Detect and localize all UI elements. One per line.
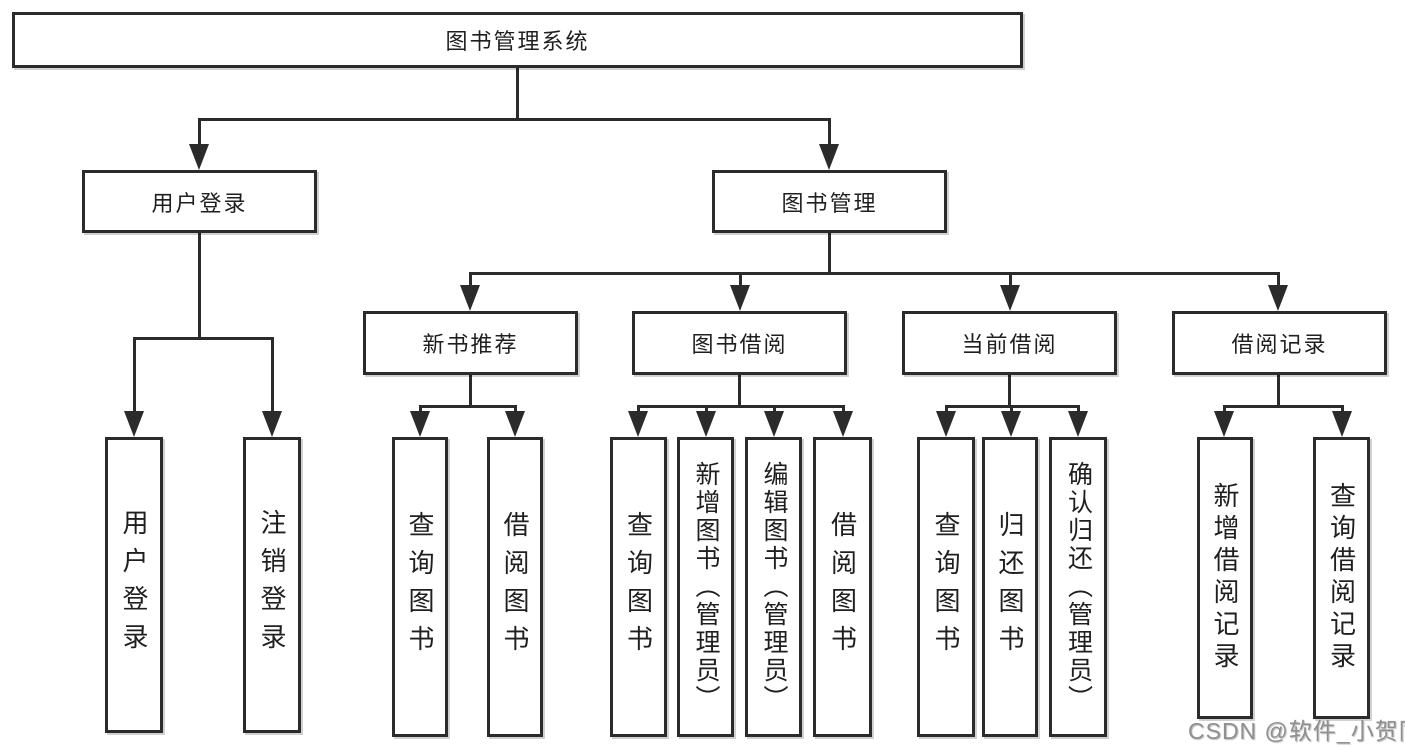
- connector-records-hline: [1223, 405, 1344, 408]
- leaf-edit-books-admin: 编辑图书（管理员）: [745, 437, 802, 737]
- leaf-label: 新增图书（管理员）: [692, 461, 720, 713]
- arrow-down-icon: [628, 411, 648, 437]
- connector-stem-leaf: [637, 405, 640, 415]
- arrow-down-icon: [460, 285, 480, 311]
- leaf-add-borrow-record: 新增借阅记录: [1197, 437, 1253, 719]
- arrow-down-icon: [833, 411, 853, 437]
- connector-records-stem: [1277, 375, 1280, 405]
- leaf-label: 借阅图书: [827, 511, 858, 663]
- node-user-login: 用户登录: [82, 170, 317, 233]
- node-borrow-records: 借阅记录: [1172, 311, 1387, 375]
- connector-stem-leaf: [705, 405, 708, 415]
- connector-stem-leaf: [1010, 405, 1013, 415]
- arrow-down-icon: [1214, 411, 1234, 437]
- arrow-down-icon: [1000, 285, 1020, 311]
- arrow-down-icon: [764, 411, 784, 437]
- arrow-down-icon: [1332, 411, 1352, 437]
- leaf-label: 注销登录: [257, 509, 287, 661]
- arrow-down-icon: [505, 411, 525, 437]
- leaf-label: 借阅图书: [500, 511, 530, 663]
- node-book-management-label: 图书管理: [781, 190, 878, 216]
- leaf-query-borrow-record: 查询借阅记录: [1313, 437, 1370, 719]
- leaf-logout: 注销登录: [243, 437, 301, 733]
- connector-root-hline: [198, 118, 831, 121]
- node-book-borrow-label: 图书借阅: [691, 332, 788, 357]
- leaf-add-books-admin: 新增图书（管理员）: [677, 437, 734, 737]
- connector-book-management-hline: [469, 272, 1280, 275]
- connector-current-stem: [1008, 375, 1011, 405]
- connector-stem-book-management: [828, 118, 831, 150]
- node-new-book-recommend-label: 新书推荐: [422, 332, 519, 357]
- connector-stem-leaf: [419, 405, 422, 415]
- connector-recommend-hline: [419, 405, 517, 408]
- node-book-management: 图书管理: [712, 170, 947, 233]
- connector-user-login-hline: [133, 337, 274, 340]
- connector-borrow-hline: [637, 405, 845, 408]
- connector-stem-leaf: [1077, 405, 1080, 415]
- arrow-down-icon: [189, 144, 209, 170]
- connector-user-login-stem: [198, 233, 201, 337]
- leaf-query-books-borrow: 查询图书: [610, 437, 667, 737]
- csdn-watermark: CSDN @软件_小贺同学: [1188, 718, 1405, 744]
- arrow-down-icon: [124, 411, 144, 437]
- leaf-label: 确认归还（管理员）: [1064, 461, 1093, 713]
- arrow-down-icon: [1068, 411, 1088, 437]
- connector-stem-leaf: [1341, 405, 1344, 415]
- arrow-down-icon: [696, 411, 716, 437]
- connector-stem-book-borrow: [739, 272, 742, 288]
- leaf-return-books: 归还图书: [982, 437, 1038, 737]
- leaf-label: 编辑图书（管理员）: [760, 461, 788, 713]
- arrow-down-icon: [1001, 411, 1021, 437]
- leaf-user-login: 用户登录: [105, 437, 163, 733]
- leaf-query-books-recommend: 查询图书: [392, 437, 448, 737]
- leaf-query-books-current: 查询图书: [917, 437, 975, 737]
- arrow-down-icon: [819, 144, 839, 170]
- connector-stem-user-login: [198, 118, 201, 150]
- node-book-borrow: 图书借阅: [632, 311, 847, 375]
- connector-stem-new-recommend: [469, 272, 472, 288]
- leaf-label: 查询借阅记录: [1326, 482, 1357, 674]
- connector-stem-leaf: [271, 337, 274, 417]
- connector-stem-leaf: [773, 405, 776, 415]
- arrow-down-icon: [1268, 285, 1288, 311]
- node-current-borrow-label: 当前借阅: [961, 332, 1058, 357]
- node-borrow-records-label: 借阅记录: [1231, 332, 1328, 357]
- arrow-down-icon: [262, 411, 282, 437]
- leaf-borrow-books: 借阅图书: [813, 437, 872, 737]
- node-new-book-recommend: 新书推荐: [363, 311, 578, 375]
- leaf-confirm-return-admin: 确认归还（管理员）: [1049, 437, 1107, 737]
- connector-stem-leaf: [945, 405, 948, 415]
- arrow-down-icon: [410, 411, 430, 437]
- arrow-down-icon: [936, 411, 956, 437]
- leaf-borrow-books-recommend: 借阅图书: [487, 437, 543, 737]
- connector-recommend-stem: [469, 375, 472, 405]
- leaf-label: 查询图书: [931, 511, 961, 663]
- connector-root-stem: [516, 68, 519, 118]
- connector-stem-leaf: [133, 337, 136, 417]
- leaf-label: 新增借阅记录: [1210, 482, 1240, 674]
- connector-stem-leaf: [1223, 405, 1226, 415]
- connector-stem-leaf: [842, 405, 845, 415]
- connector-stem-current-borrow: [1009, 272, 1012, 288]
- node-current-borrow: 当前借阅: [902, 311, 1117, 375]
- node-user-login-label: 用户登录: [151, 190, 248, 216]
- leaf-label: 用户登录: [119, 509, 149, 661]
- arrow-down-icon: [730, 285, 750, 311]
- leaf-label: 查询图书: [623, 511, 654, 663]
- leaf-label: 查询图书: [405, 511, 435, 663]
- connector-borrow-stem: [738, 375, 741, 405]
- connector-stem-leaf: [514, 405, 517, 415]
- connector-stem-borrow-records: [1277, 272, 1280, 288]
- node-root-label: 图书管理系统: [445, 29, 590, 54]
- node-root: 图书管理系统: [12, 12, 1023, 68]
- connector-book-management-stem: [828, 233, 831, 272]
- leaf-label: 归还图书: [995, 511, 1025, 663]
